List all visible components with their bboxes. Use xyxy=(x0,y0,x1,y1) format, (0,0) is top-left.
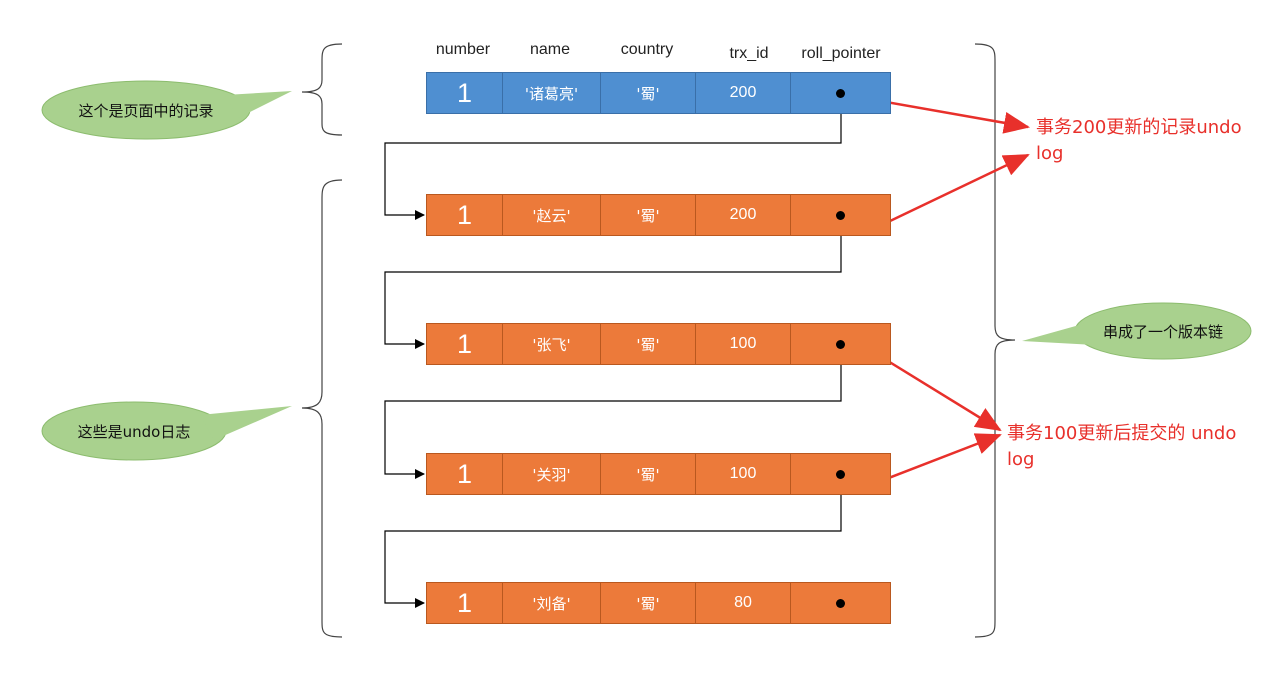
bubble-version-chain: 串成了一个版本链 xyxy=(1102,322,1223,341)
record-country: '蜀' xyxy=(601,73,696,113)
bubble-undo-logs-shape xyxy=(41,401,292,461)
note-trx-100-line2: log xyxy=(1007,449,1035,470)
record-name: '赵云' xyxy=(503,195,601,235)
record-roll-pointer xyxy=(791,324,890,364)
pointer-link-4 xyxy=(384,474,842,608)
record-country: '蜀' xyxy=(601,195,696,235)
pointer-dot xyxy=(836,88,845,98)
note-trx-200-line2: log xyxy=(1036,143,1064,164)
record-trx-id: 200 xyxy=(696,73,791,113)
red-arrow-3 xyxy=(869,348,1002,432)
record-roll-pointer xyxy=(791,195,890,235)
record-number: 1 xyxy=(427,583,503,623)
bubble-version-chain-shape xyxy=(1022,302,1252,360)
record-number: 1 xyxy=(427,73,503,113)
undo-record: 1 '赵云' '蜀' 200 xyxy=(426,194,891,236)
brace-page-record xyxy=(301,43,343,136)
record-roll-pointer xyxy=(791,73,890,113)
page-record: 1 '诸葛亮' '蜀' 200 xyxy=(426,72,891,114)
note-trx-200-line1: 事务200更新的记录undo xyxy=(1036,117,1242,138)
bubble-page-record-shape xyxy=(41,80,292,140)
undo-record: 1 '刘备' '蜀' 80 xyxy=(426,582,891,624)
brace-undo-logs xyxy=(301,179,343,638)
pointer-dot xyxy=(836,210,845,220)
pointer-link-3 xyxy=(384,344,842,479)
undo-record: 1 '张飞' '蜀' 100 xyxy=(426,323,891,365)
record-number: 1 xyxy=(427,454,503,494)
pointer-dot xyxy=(836,469,845,479)
record-country: '蜀' xyxy=(601,454,696,494)
record-country: '蜀' xyxy=(601,583,696,623)
pointer-dot xyxy=(836,339,845,349)
pointer-link-2 xyxy=(384,215,842,349)
record-roll-pointer xyxy=(791,454,890,494)
record-trx-id: 100 xyxy=(696,324,791,364)
record-trx-id: 200 xyxy=(696,195,791,235)
note-trx-100: 事务100更新后提交的 undo log xyxy=(1007,421,1236,473)
bubble-undo-logs: 这些是undo日志 xyxy=(77,422,191,441)
header-roll-pointer: roll_pointer xyxy=(801,45,881,62)
record-trx-id: 100 xyxy=(696,454,791,494)
record-name: '刘备' xyxy=(503,583,601,623)
pointer-link-1 xyxy=(384,93,842,220)
bubble-page-record: 这个是页面中的记录 xyxy=(78,101,214,120)
header-number: number xyxy=(435,41,491,58)
record-name: '张飞' xyxy=(503,324,601,364)
record-number: 1 xyxy=(427,324,503,364)
record-trx-id: 80 xyxy=(696,583,791,623)
record-number: 1 xyxy=(427,195,503,235)
record-name: '诸葛亮' xyxy=(503,73,601,113)
brace-version-chain xyxy=(974,43,1016,638)
note-trx-200: 事务200更新的记录undo log xyxy=(1036,115,1242,167)
undo-record: 1 '关羽' '蜀' 100 xyxy=(426,453,891,495)
record-name: '关羽' xyxy=(503,454,601,494)
record-country: '蜀' xyxy=(601,324,696,364)
note-trx-100-line1: 事务100更新后提交的 undo xyxy=(1007,423,1237,444)
red-arrow-2 xyxy=(887,153,1030,224)
record-roll-pointer xyxy=(791,583,890,623)
pointer-dot xyxy=(836,598,845,608)
header-name: name xyxy=(529,41,571,58)
header-country: country xyxy=(620,41,674,58)
header-trx-id: trx_id xyxy=(729,45,769,62)
